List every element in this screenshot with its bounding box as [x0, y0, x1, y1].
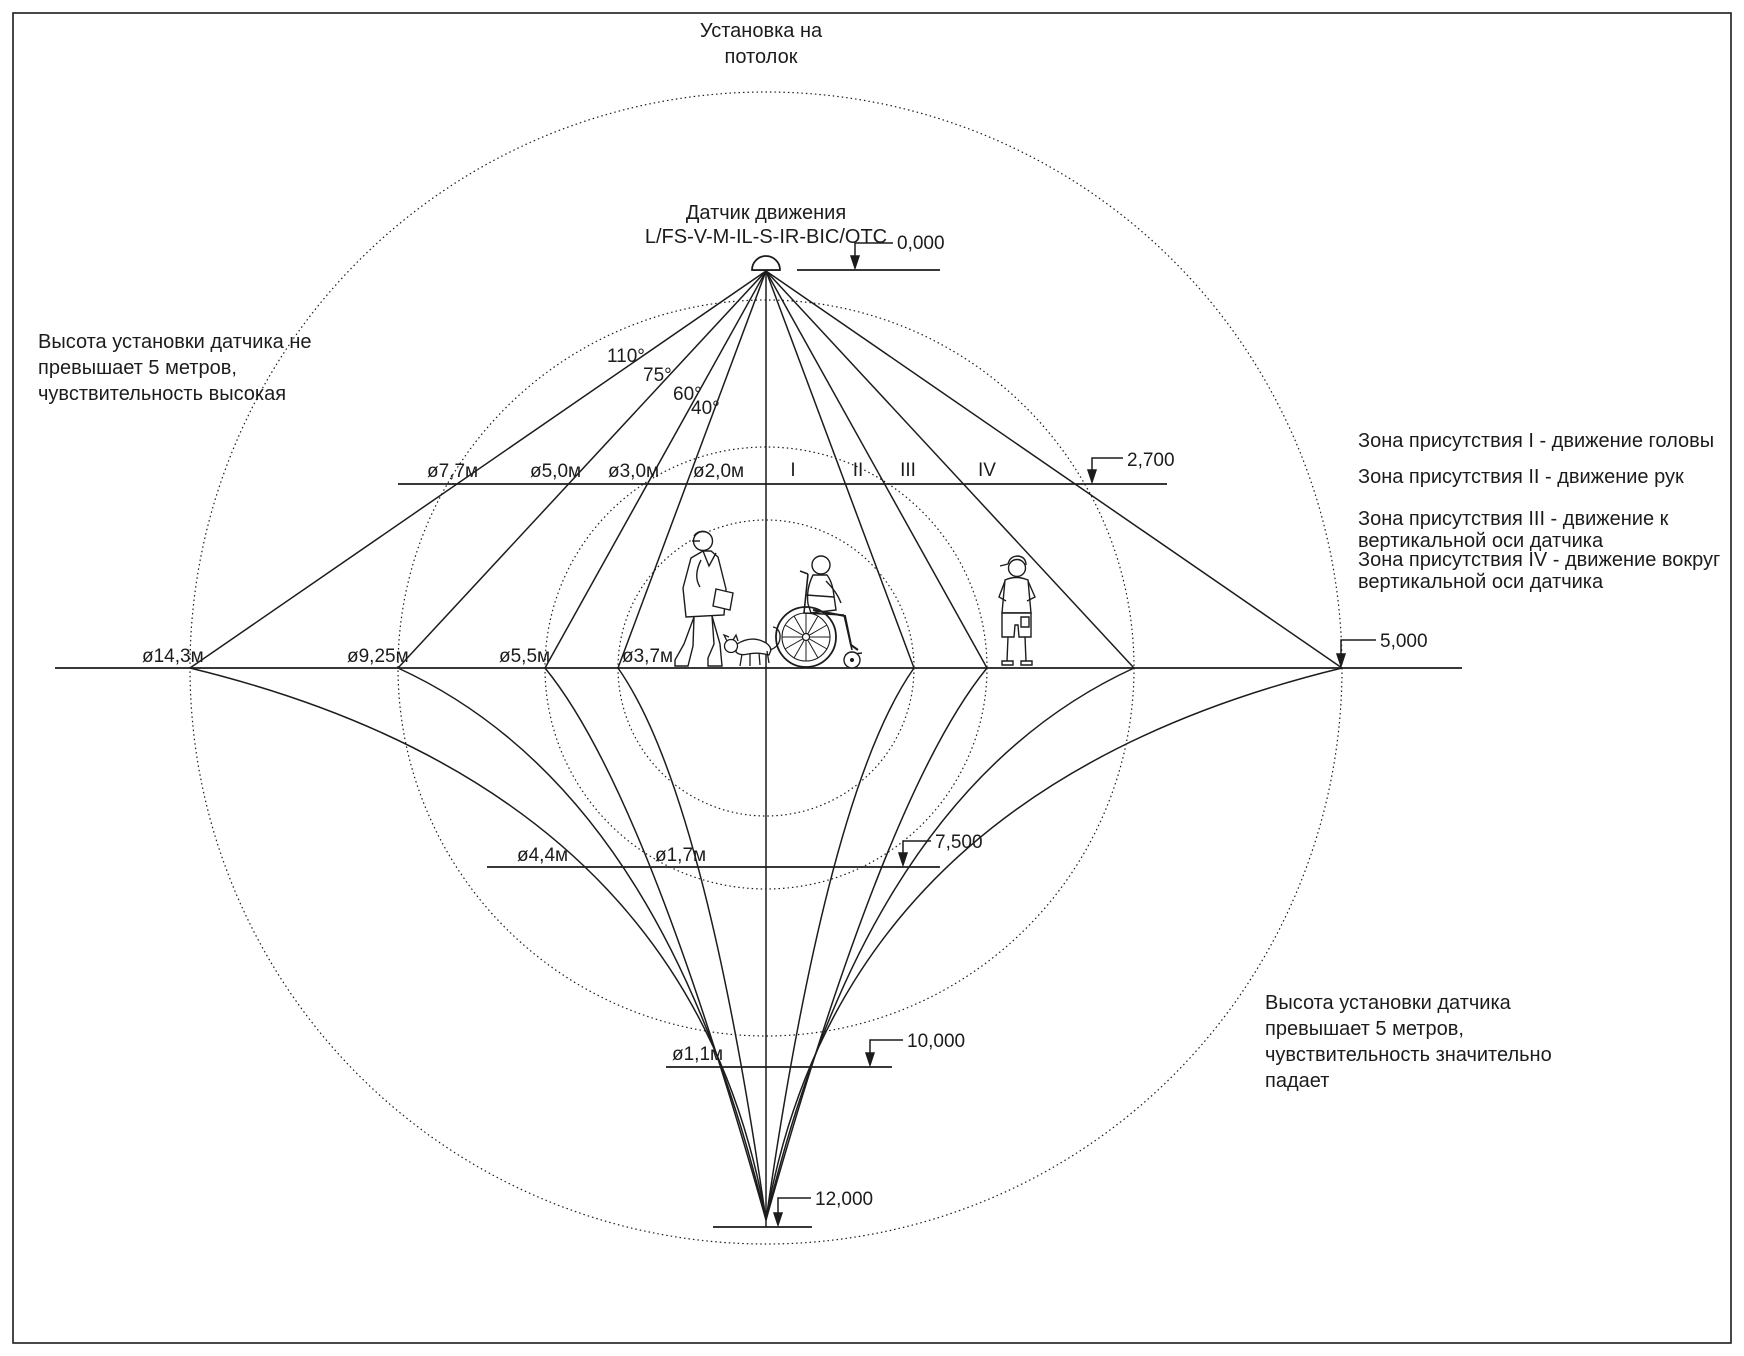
- diameter-4-4m: ø4,4м: [517, 845, 568, 866]
- diameter-5-0m: ø5,0м: [530, 461, 581, 482]
- wheelchair-hub: [801, 632, 811, 642]
- angle-label-110: 110°: [607, 346, 645, 367]
- cat-legs: [739, 650, 770, 667]
- elevation-label-2700: 2,700: [1127, 450, 1175, 471]
- angle-label-40: 40°: [691, 398, 720, 419]
- diameter-labels-5000: ø14,3м ø9,25м ø5,5м ø3,7м: [142, 646, 673, 667]
- page-border: [12, 12, 1732, 1344]
- elevation-label-12000: 12,000: [815, 1189, 873, 1210]
- beam-line-40-right: [765, 270, 915, 669]
- standing-person-figure: [998, 555, 1036, 666]
- beam-line-40-left: [617, 270, 767, 669]
- beam-line-60-right: [765, 270, 988, 669]
- diameter-3-7m: ø3,7м: [622, 646, 673, 667]
- man-arm: [696, 559, 702, 588]
- diameter-1-7m: ø1,7м: [655, 845, 706, 866]
- lobe-curve-60-right: [765, 667, 988, 1221]
- wheelchair-person-head: [811, 555, 831, 575]
- elevation-marker-5000-leader: [1340, 639, 1376, 656]
- diameter-7-7m: ø7,7м: [427, 461, 478, 482]
- beam-line-75-right: [765, 270, 1135, 669]
- elevation-marker-10000-leader: [869, 1039, 903, 1055]
- cat-body: [735, 638, 772, 656]
- cat-tail: [769, 626, 781, 651]
- beam-line-110-right: [765, 270, 1343, 669]
- elevation-marker-7500-arrow: [897, 852, 909, 868]
- angle-label-75: 75°: [643, 365, 672, 386]
- elevation-label-5000: 5,000: [1380, 631, 1428, 652]
- walking-man-figure: [674, 530, 734, 667]
- elevation-marker-2700-arrow: [1086, 469, 1098, 485]
- elevation-marker-7500-leader: [902, 840, 931, 855]
- zone-numeral-1: I: [790, 460, 795, 481]
- diameter-2-0m: ø2,0м: [693, 461, 744, 482]
- diameter-labels-7500: ø4,4м ø1,7м: [517, 845, 706, 866]
- person-torso: [1001, 576, 1032, 614]
- lobe-curve-75-right: [765, 667, 1135, 1221]
- level-lines: [55, 269, 1462, 1228]
- lobe-curve-110-right: [765, 667, 1343, 1221]
- elevation-marker-0000-arrow: [849, 255, 861, 271]
- beam-line-60-left: [544, 270, 767, 669]
- elevation-marker-12000-leader: [777, 1197, 811, 1213]
- lobe-curve-60-left: [544, 667, 767, 1221]
- elevation-label-7500: 7,500: [935, 832, 983, 853]
- motion-sensor-dome: [751, 255, 781, 271]
- person-arms: [998, 580, 1036, 602]
- person-feet: [1001, 660, 1033, 666]
- diameter-5-5m: ø5,5м: [499, 646, 550, 667]
- elevation-label-0000: 0,000: [897, 233, 945, 254]
- diameter-14-3m: ø14,3м: [142, 646, 204, 667]
- wheelchair-person-arm: [825, 580, 842, 604]
- elevation-marker-12000-arrow: [772, 1212, 784, 1228]
- elevation-marker-0000-leader: [854, 242, 893, 258]
- cat-figure: [722, 626, 781, 667]
- wheelchair-user-figure: [775, 555, 863, 669]
- beam-angle-labels: 110° 75° 60° 40°: [607, 346, 720, 419]
- cat-ears: [722, 633, 739, 642]
- person-head: [1007, 558, 1027, 578]
- zone-numeral-3: III: [900, 460, 916, 481]
- angle-label-60: 60°: [673, 384, 702, 405]
- beam-fan-lines: [189, 270, 1343, 1227]
- wheelchair-caster-hub: [850, 658, 854, 662]
- lobe-curve-75-left: [397, 667, 767, 1221]
- diameter-9-25m: ø9,25м: [347, 646, 409, 667]
- man-folder: [712, 588, 734, 611]
- zone-legend-1: Зона присутствия I - движение головы: [1358, 430, 1715, 452]
- wheelchair-wheel: [775, 606, 837, 668]
- cat-head: [723, 638, 739, 654]
- diameter-1-1m: ø1,1м: [672, 1044, 723, 1065]
- man-lapel: [702, 550, 717, 568]
- zone-legend-2: Зона присутствия II - движение рук: [1358, 466, 1684, 488]
- elevation-marker-2700-leader: [1091, 457, 1123, 472]
- diameter-labels-2700: ø7,7м ø5,0м ø3,0м ø2,0м: [427, 461, 744, 482]
- elevation-label-10000: 10,000: [907, 1031, 965, 1052]
- zone-numeral-labels: I II III IV: [790, 460, 996, 481]
- diameter-3-0m: ø3,0м: [608, 461, 659, 482]
- diameter-labels-10000: ø1,1м: [672, 1044, 723, 1065]
- zone-numeral-4: IV: [978, 460, 996, 481]
- elevation-markers: [772, 242, 1376, 1228]
- person-pocket: [1020, 616, 1030, 628]
- elevation-marker-10000-arrow: [864, 1052, 876, 1068]
- elevation-labels: 0,000 2,700 5,000 7,500 10,000 12,000: [815, 233, 1428, 1210]
- person-cap: [999, 555, 1027, 567]
- man-front-leg: [674, 616, 695, 667]
- beam-line-75-left: [397, 270, 767, 669]
- elevation-marker-5000-arrow: [1335, 653, 1347, 669]
- man-back-leg: [707, 615, 723, 667]
- zone-numeral-2: II: [853, 460, 864, 481]
- person-legs: [1006, 636, 1027, 662]
- wheelchair-frame: [799, 570, 863, 656]
- beam-line-110-left: [189, 270, 767, 669]
- man-hair: [693, 530, 707, 537]
